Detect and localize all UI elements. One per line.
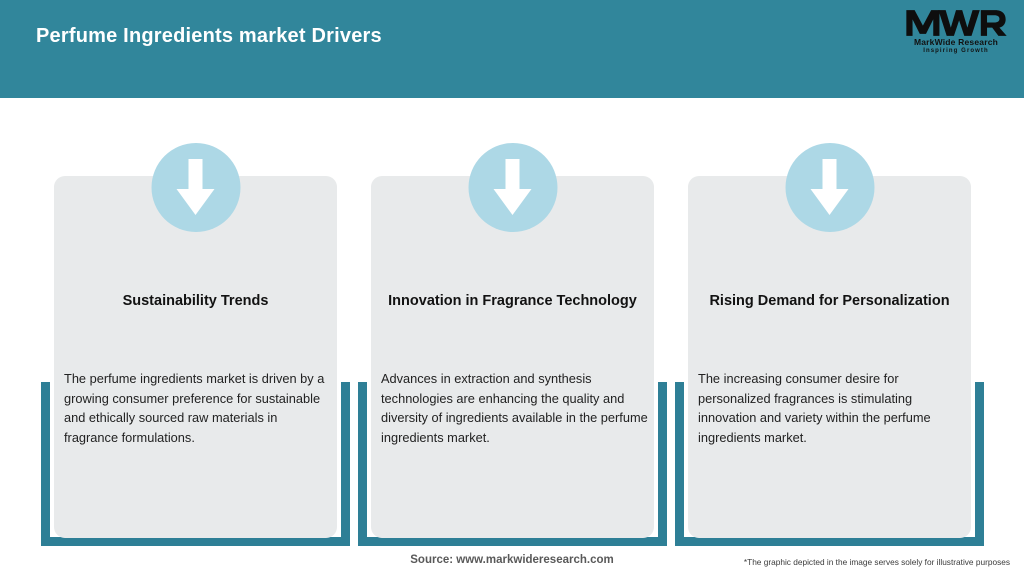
frame-right-bar [975,382,984,546]
source-label: Source: www.markwideresearch.com [410,554,614,566]
frame-left-bar [675,382,684,546]
driver-cards-container: Sustainability Trends The perfume ingred… [0,98,1024,546]
arrow-down-icon [151,143,240,232]
card-body-text: Advances in extraction and synthesis tec… [381,371,648,445]
frame-bottom-bar [675,537,984,546]
header-bar: Perfume Ingredients market Drivers MarkW… [0,0,1024,98]
mwr-logo-mark [906,10,1007,36]
frame-bottom-bar [41,537,350,546]
driver-card-2: Innovation in Fragrance Technology Advan… [358,143,667,546]
arrow-down-icon [785,143,874,232]
card-title: Sustainability Trends [122,293,269,309]
logo-tagline: Inspiring Growth [923,48,989,54]
logo-company-name: MarkWide Research [913,37,999,47]
frame-left-bar [358,382,367,546]
arrow-down-icon [468,143,557,232]
card-body-text: The perfume ingredients market is driven… [64,371,325,445]
card-panel: Rising Demand for Personalization The in… [688,176,971,538]
card-panel: Innovation in Fragrance Technology Advan… [371,176,654,538]
card-teal-frame [675,382,984,546]
driver-card-3: Rising Demand for Personalization The in… [675,143,984,546]
card-body-text: The increasing consumer desire for perso… [698,371,931,445]
markwide-research-logo: MarkWide Research Inspiring Growth [904,8,1008,60]
driver-card-1: Sustainability Trends The perfume ingred… [41,143,350,546]
card-panel: Sustainability Trends The perfume ingred… [54,176,337,538]
card-title: Innovation in Fragrance Technology [388,293,637,309]
disclaimer-note: *The graphic depicted in the image serve… [743,557,1010,567]
card-teal-frame [41,382,350,546]
frame-left-bar [41,382,50,546]
arrow-down-glyph [810,158,849,215]
arrow-down-glyph [493,158,532,215]
frame-right-bar [658,382,667,546]
page-title: Perfume Ingredients market Drivers [36,25,382,47]
card-title: Rising Demand for Personalization [709,293,950,309]
arrow-down-glyph [176,158,215,215]
frame-right-bar [341,382,350,546]
frame-bottom-bar [358,537,667,546]
card-teal-frame [358,382,667,546]
